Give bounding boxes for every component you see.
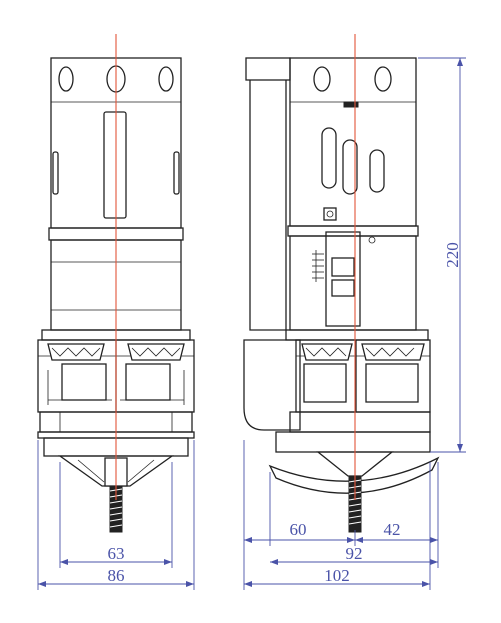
dimension-height-220: 220 [443,242,462,268]
center-slot [103,111,127,219]
left-view [37,34,195,533]
gasket [268,456,440,494]
right-view [243,34,440,533]
seal-cone [57,455,175,487]
dimension-offset-60: 60 [290,520,307,539]
left-dimensions: 63 86 [37,440,195,590]
dimension-left-63: 63 [108,544,125,563]
adjuster-slide [325,231,361,327]
side-housing [243,339,301,431]
vent-hole [158,66,174,92]
right-upper-body [289,57,417,227]
dimension-left-86: 86 [108,566,125,585]
right-dimensions: 220 60 42 92 102 [243,57,466,590]
vent-hole [58,66,74,92]
overflow-cap [245,57,291,81]
dimension-offset-42: 42 [384,520,401,539]
dimension-width-92: 92 [346,544,363,563]
right-lower-body [289,235,417,331]
overflow-pipe [249,80,287,331]
dimension-width-102: 102 [324,566,350,585]
